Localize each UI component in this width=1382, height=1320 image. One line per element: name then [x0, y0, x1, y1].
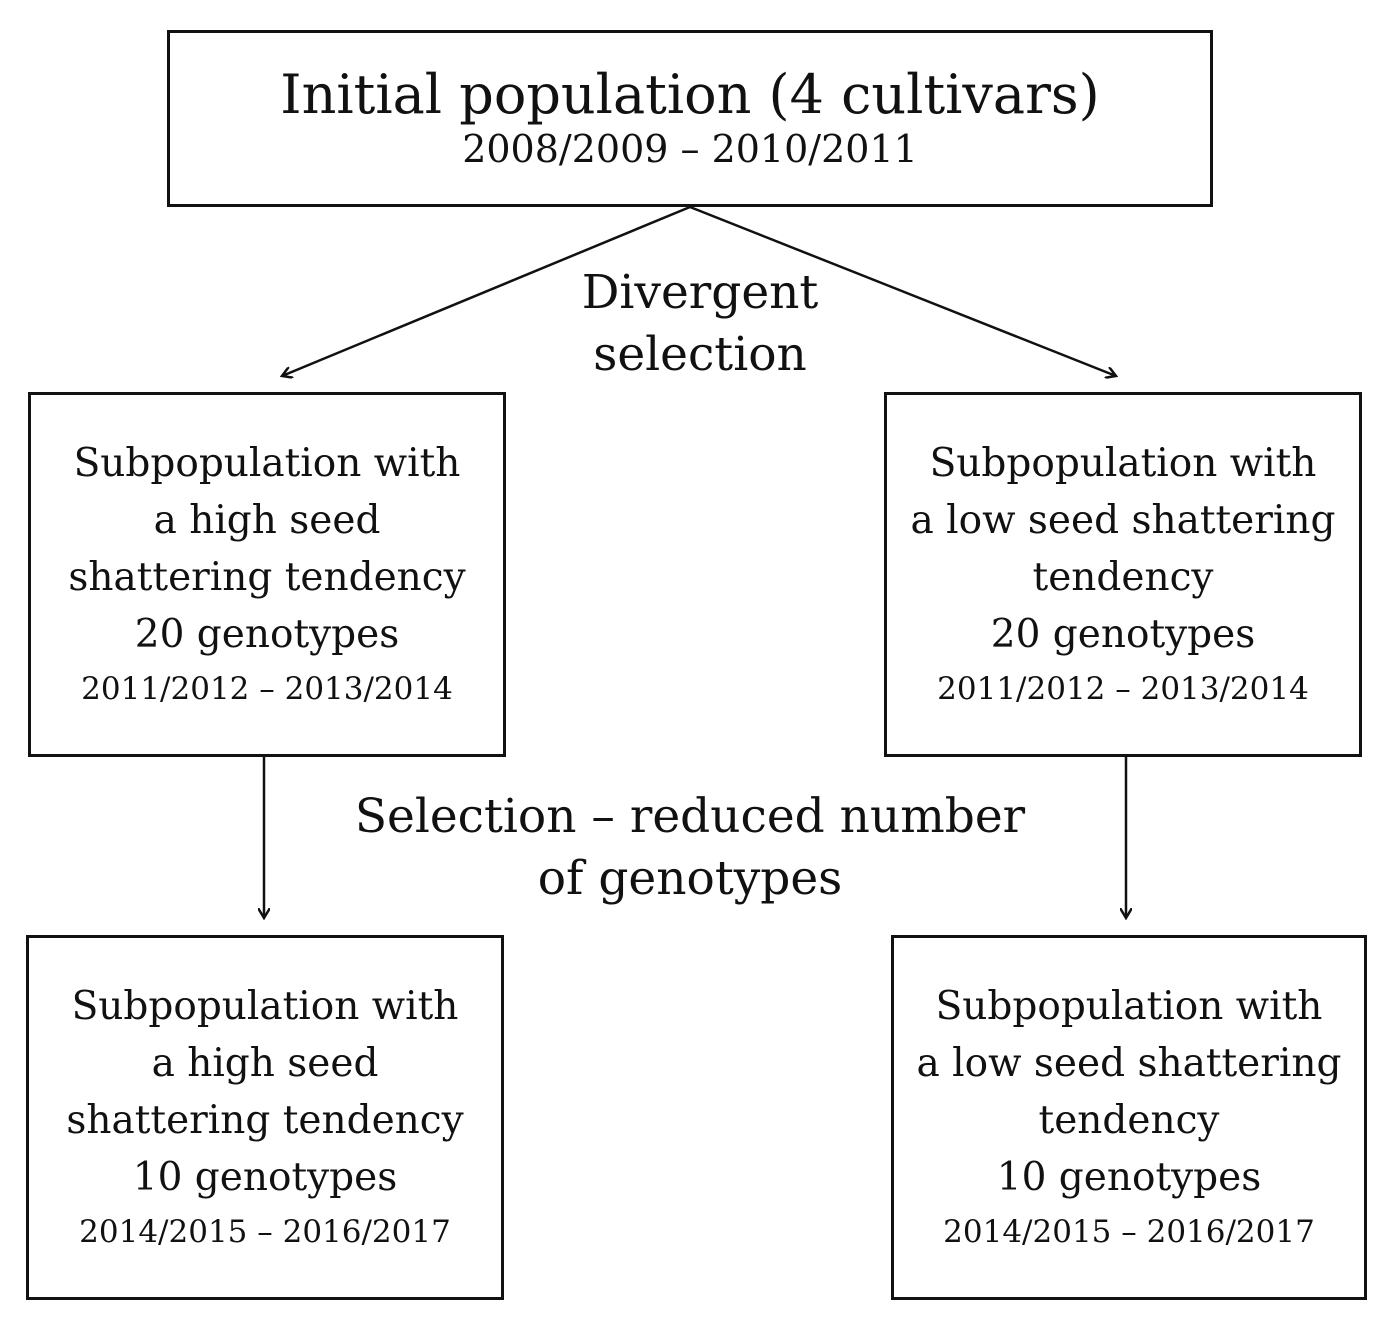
selection-reduced-label: Selection – reduced number of genotypes	[320, 786, 1060, 910]
genotype-count: 10 genotypes	[132, 1154, 398, 1200]
high-shattering-subpopulation-box-20: Subpopulation with a high seed shatterin…	[28, 392, 506, 757]
divergent-label-line-1: Divergent	[581, 265, 819, 320]
low-shattering-subpopulation-box-10: Subpopulation with a low seed shattering…	[891, 935, 1367, 1300]
box-text-line: shattering tendency	[66, 1097, 464, 1143]
year-range: 2014/2015 – 2016/2017	[943, 1213, 1315, 1250]
initial-population-box: Initial population (4 cultivars) 2008/20…	[167, 30, 1213, 207]
initial-population-years: 2008/2009 – 2010/2011	[462, 126, 918, 171]
box-text-line: a high seed	[151, 1040, 379, 1086]
divergent-label-line-2: selection	[593, 327, 807, 382]
box-text-line: tendency	[1032, 554, 1214, 600]
high-shattering-subpopulation-box-10: Subpopulation with a high seed shatterin…	[26, 935, 504, 1300]
divergent-selection-label: Divergent selection	[520, 262, 880, 386]
year-range: 2014/2015 – 2016/2017	[79, 1213, 451, 1250]
box-text-line: shattering tendency	[68, 554, 466, 600]
year-range: 2011/2012 – 2013/2014	[81, 670, 453, 707]
year-range: 2011/2012 – 2013/2014	[937, 670, 1309, 707]
box-text-line: Subpopulation with	[935, 983, 1323, 1029]
low-shattering-subpopulation-box-20: Subpopulation with a low seed shattering…	[884, 392, 1362, 757]
box-text-line: tendency	[1038, 1097, 1220, 1143]
box-text-line: a low seed shattering	[910, 497, 1336, 543]
box-text-line: Subpopulation with	[929, 440, 1317, 486]
genotype-count: 20 genotypes	[990, 611, 1256, 657]
arrow-top-to-mid-left	[282, 205, 691, 376]
genotype-count: 20 genotypes	[134, 611, 400, 657]
arrow-top-to-mid-right	[689, 205, 1116, 376]
box-text-line: Subpopulation with	[73, 440, 461, 486]
box-text-line: a low seed shattering	[916, 1040, 1342, 1086]
selection-label-line-2: of genotypes	[537, 851, 843, 906]
genotype-count: 10 genotypes	[996, 1154, 1262, 1200]
selection-label-line-1: Selection – reduced number	[354, 789, 1026, 844]
box-text-line: Subpopulation with	[71, 983, 459, 1029]
box-text-line: a high seed	[153, 497, 381, 543]
initial-population-title: Initial population (4 cultivars)	[280, 62, 1100, 126]
